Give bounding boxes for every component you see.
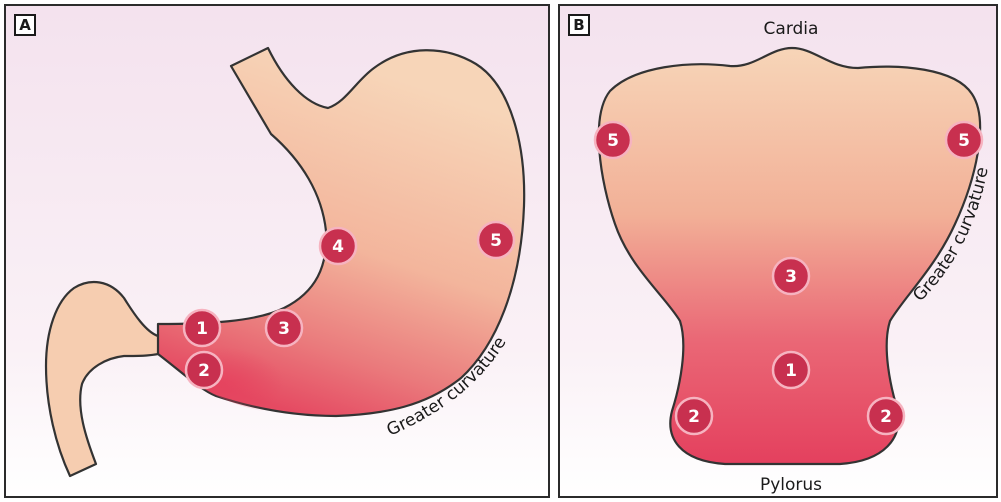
pylorus-label: Pylorus [760,475,822,495]
svg-text:1: 1 [785,361,797,381]
panel-a-tag: A [14,14,36,36]
stomach-side-view: 1 2 3 4 5 Greater curvature [6,6,548,496]
site-marker-2-right: 2 [868,398,904,434]
site-marker-3: 3 [773,258,809,294]
site-marker-5-left: 5 [595,122,631,158]
svg-text:4: 4 [332,237,344,257]
site-marker-1: 1 [184,310,220,346]
site-marker-4: 4 [320,228,356,264]
site-marker-2: 2 [186,352,222,388]
svg-text:3: 3 [278,319,290,339]
svg-text:1: 1 [196,319,208,339]
panel-b-tag: B [568,14,590,36]
svg-text:5: 5 [490,231,502,251]
svg-text:2: 2 [198,361,210,381]
site-marker-3: 3 [266,310,302,346]
cardia-label: Cardia [764,19,819,39]
svg-text:2: 2 [688,407,700,427]
site-marker-5-right: 5 [946,122,982,158]
svg-text:5: 5 [958,131,970,151]
site-marker-5: 5 [478,222,514,258]
site-marker-2-left: 2 [676,398,712,434]
panel-a: 1 2 3 4 5 Greater curvature A [4,4,550,498]
panel-b: 5 5 3 1 2 2 Cardia Pylorus Greater curva… [558,4,998,498]
svg-text:2: 2 [880,407,892,427]
site-marker-1: 1 [773,352,809,388]
svg-text:3: 3 [785,267,797,287]
svg-text:5: 5 [607,131,619,151]
stomach-opened-view: 5 5 3 1 2 2 Cardia Pylorus Greater curva… [560,6,996,496]
